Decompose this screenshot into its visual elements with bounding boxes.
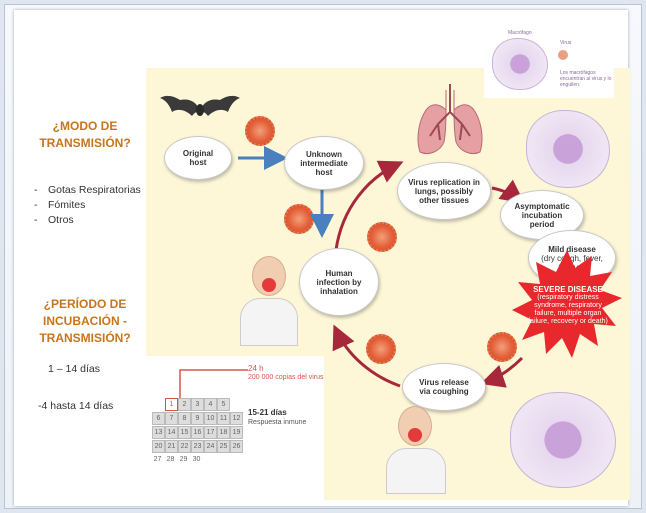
calendar-day: 21	[165, 440, 178, 453]
calendar-day: 23	[191, 440, 204, 453]
calendar-day: 19	[230, 426, 243, 439]
question-transmission-line2: TRANSMISIÓN?	[39, 136, 131, 150]
node-asymptomatic-label: Asymptomatic incubation period	[514, 201, 570, 229]
virus-icon	[366, 334, 396, 364]
macrophage-icon	[492, 38, 548, 90]
transmission-range: -4 hasta 14 días	[38, 400, 114, 412]
calendar-day: 30	[192, 456, 201, 463]
calendar-day: 29	[179, 456, 188, 463]
calendar-day: 26	[230, 440, 243, 453]
calendar-day: 6	[152, 412, 165, 425]
lungs-icon	[417, 84, 483, 155]
node-virus-replication-label: Virus replication in lungs, possibly oth…	[408, 177, 480, 205]
route-item: Otros	[34, 213, 144, 228]
calendar-day: 7	[165, 412, 178, 425]
calendar-day: 11	[217, 412, 230, 425]
question-incubation-line3: TRANSMISIÓN?	[39, 331, 131, 345]
virus-icon	[558, 50, 568, 60]
bat-icon	[160, 95, 240, 116]
timeline-24h-text: 200 000 copias del virus	[248, 374, 324, 381]
macrophage-icon	[526, 110, 610, 188]
calendar-day: 27	[153, 456, 162, 463]
route-item: Gotas Respiratorias	[34, 183, 144, 198]
calendar-day: 2	[178, 398, 191, 411]
calendar-day: 9	[191, 412, 204, 425]
calendar-day: 4	[204, 398, 217, 411]
node-intermediate-host: Unknown intermediate host	[284, 136, 364, 190]
macrophage-caption-box: Macrófago Virus Los macrófagos encuentra…	[484, 26, 614, 98]
macrophage-caption-text: Los macrófagos encuentran al virus y lo …	[560, 70, 612, 88]
node-mild-disease-label: Mild disease	[548, 244, 596, 254]
calendar-day: 28	[166, 456, 175, 463]
calendar-day: 20	[152, 440, 165, 453]
macrophage-title: Macrófago	[508, 30, 532, 36]
virus-icon	[487, 332, 517, 362]
cycle-arrows	[238, 146, 525, 388]
calendar-day: 15	[178, 426, 191, 439]
virus-label: Virus	[560, 40, 572, 46]
calendar-day: 13	[152, 426, 165, 439]
node-human-infection: Human infection by inhalation	[299, 248, 379, 316]
question-transmission: ¿MODO DE TRANSMISIÓN?	[30, 118, 140, 152]
node-original-host-label: Original host	[182, 149, 214, 167]
timeline-connector	[179, 369, 248, 400]
node-virus-release: Virus release via coughing	[402, 363, 486, 411]
question-incubation: ¿PERÍODO DE INCUBACIÓN - TRANSMISIÓN?	[28, 296, 142, 347]
timeline-15-21-text: Respuesta inmune	[248, 419, 307, 426]
macrophage-icon	[510, 392, 616, 488]
question-incubation-line2: INCUBACIÓN -	[43, 314, 127, 328]
person-infected-icon	[236, 254, 300, 346]
calendar-day: 5	[217, 398, 230, 411]
severe-disease-detail: (respiratory distress syndrome, respirat…	[528, 294, 608, 325]
calendar-day: 10	[204, 412, 217, 425]
calendar-day: 12	[230, 412, 243, 425]
calendar-day: 17	[204, 426, 217, 439]
transmission-routes-list: Gotas Respiratorias Fómites Otros	[34, 183, 144, 228]
calendar-day: 24	[204, 440, 217, 453]
person-coughing-icon	[382, 406, 448, 494]
calendar-day: 25	[217, 440, 230, 453]
incubation-range: 1 – 14 días	[48, 363, 100, 375]
calendar-day: 16	[191, 426, 204, 439]
question-transmission-line1: ¿MODO DE	[52, 119, 118, 133]
calendar-day: 3	[191, 398, 204, 411]
node-intermediate-host-label: Unknown intermediate host	[300, 149, 348, 177]
timeline-15-21-label: 15-21 días	[248, 408, 287, 417]
calendar-day: 14	[165, 426, 178, 439]
calendar-day: 22	[178, 440, 191, 453]
node-virus-release-label: Virus release via coughing	[419, 378, 469, 396]
severe-disease-burst	[512, 250, 622, 358]
route-item: Fómites	[34, 198, 144, 213]
node-human-infection-label: Human infection by inhalation	[316, 268, 362, 296]
calendar-day: 18	[217, 426, 230, 439]
virus-icon	[245, 116, 275, 146]
calendar-day: 8	[178, 412, 191, 425]
node-virus-replication: Virus replication in lungs, possibly oth…	[397, 162, 491, 220]
timeline-24h-label: 24 h	[248, 364, 264, 373]
node-original-host: Original host	[164, 136, 232, 180]
question-incubation-line1: ¿PERÍODO DE	[43, 297, 127, 311]
virus-icon	[284, 204, 314, 234]
virus-icon	[367, 222, 397, 252]
severe-disease-text: SEVERE DISEASE (respiratory distress syn…	[527, 286, 609, 326]
severe-disease-label: SEVERE DISEASE	[533, 285, 603, 294]
calendar-day: 1	[165, 398, 178, 411]
